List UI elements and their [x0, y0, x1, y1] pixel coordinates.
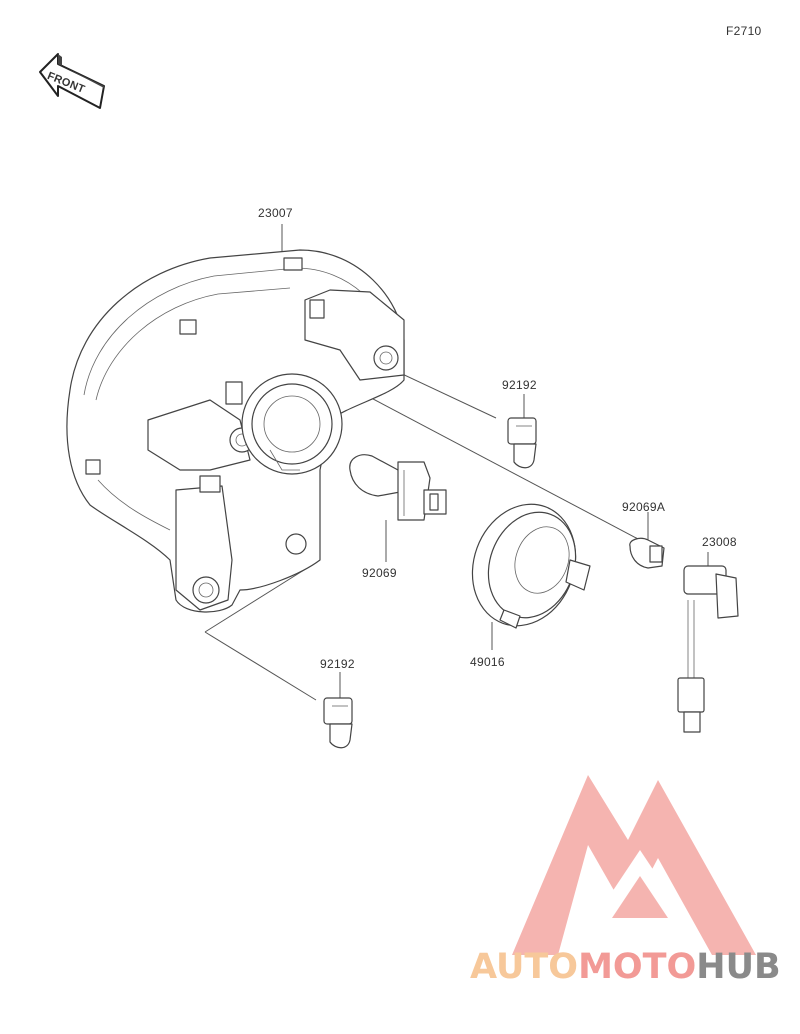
watermark-logo-icon — [512, 775, 756, 955]
part-label-92069a: 92069A — [622, 500, 666, 514]
part-label-49016: 49016 — [470, 655, 505, 669]
watermark-auto: AUTO — [470, 947, 579, 987]
part-label-23007: 23007 — [258, 206, 293, 220]
bulb-socket-lower — [323, 697, 353, 749]
part-label-92069: 92069 — [362, 566, 397, 580]
headlight-assembly — [66, 249, 405, 613]
figure-code: F2710 — [726, 24, 762, 38]
watermark-moto: MOTO — [578, 947, 697, 987]
part-label-23008: 23008 — [702, 535, 737, 549]
part-label-92192-upper: 92192 — [502, 378, 537, 392]
bulb-socket-upper — [507, 417, 537, 469]
dust-cover — [471, 503, 591, 629]
watermark-hub: HUB — [696, 947, 781, 987]
watermark-text: AUTOMOTOHUB — [470, 947, 781, 987]
position-bulb — [629, 537, 665, 569]
part-label-92192-lower: 92192 — [320, 657, 355, 671]
front-arrow-icon — [39, 53, 105, 109]
socket-with-wire — [677, 565, 739, 733]
headlight-bulb — [349, 454, 447, 521]
